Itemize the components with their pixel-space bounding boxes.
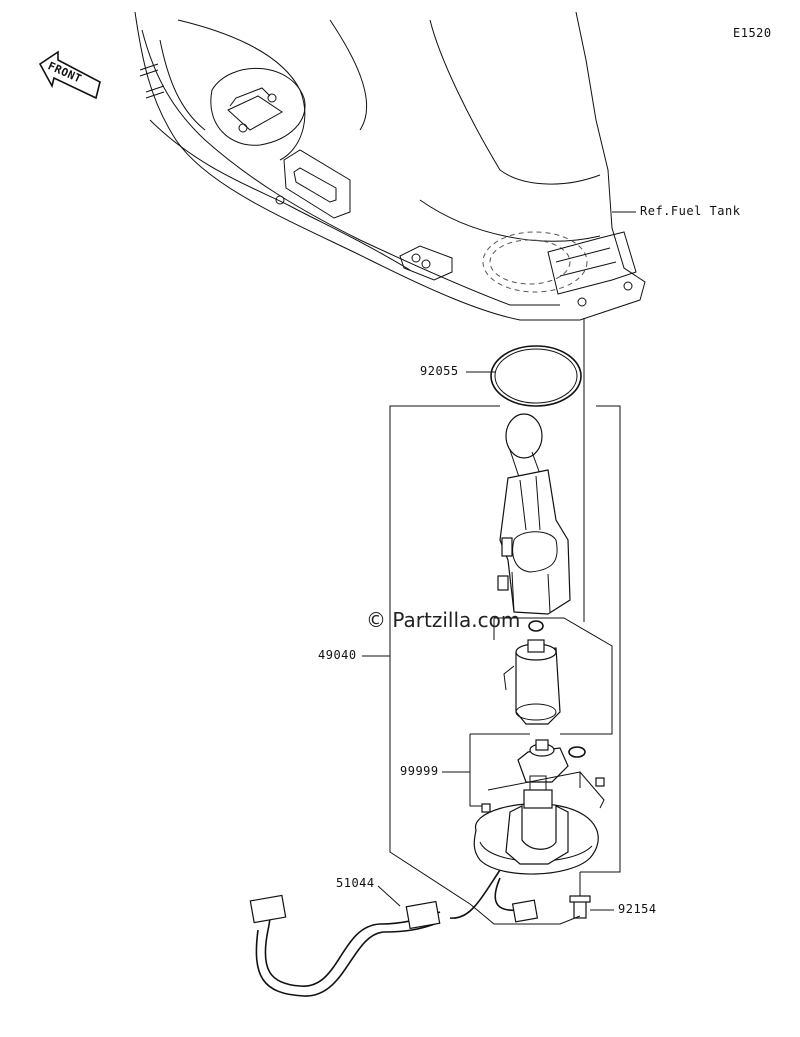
fuel-pump-motor	[503, 639, 561, 725]
assy-bracket-right	[580, 405, 621, 873]
screw-right	[595, 777, 605, 787]
bolt-92154	[569, 872, 591, 919]
gasket-ring	[490, 345, 582, 407]
wire-harness	[249, 869, 539, 997]
fuel-tank-outline	[134, 11, 646, 321]
fuel-filter-housing	[497, 413, 571, 615]
part-label-92055: 92055	[420, 364, 459, 378]
small-o-ring	[528, 620, 544, 632]
assy-bracket-left	[389, 405, 500, 905]
washer	[568, 746, 586, 758]
ref-fuel-tank-label: Ref.Fuel Tank	[640, 204, 741, 218]
kit-bracket	[469, 734, 488, 807]
screw-left	[481, 803, 491, 813]
part-label-51044: 51044	[336, 876, 375, 890]
assy-bracket-bottom	[469, 903, 581, 925]
watermark: © Partzilla.com	[366, 608, 521, 632]
kit-guide-right	[579, 771, 605, 809]
pump-base-plate	[473, 775, 599, 875]
part-label-99999: 99999	[400, 764, 439, 778]
part-label-49040: 49040	[318, 648, 357, 662]
motor-box-right	[494, 617, 613, 735]
pressure-regulator	[517, 739, 569, 783]
front-arrow-icon	[38, 50, 101, 100]
harness-leader	[377, 885, 401, 907]
diagram-code: E1520	[733, 26, 772, 40]
part-label-92154: 92154	[618, 902, 657, 916]
